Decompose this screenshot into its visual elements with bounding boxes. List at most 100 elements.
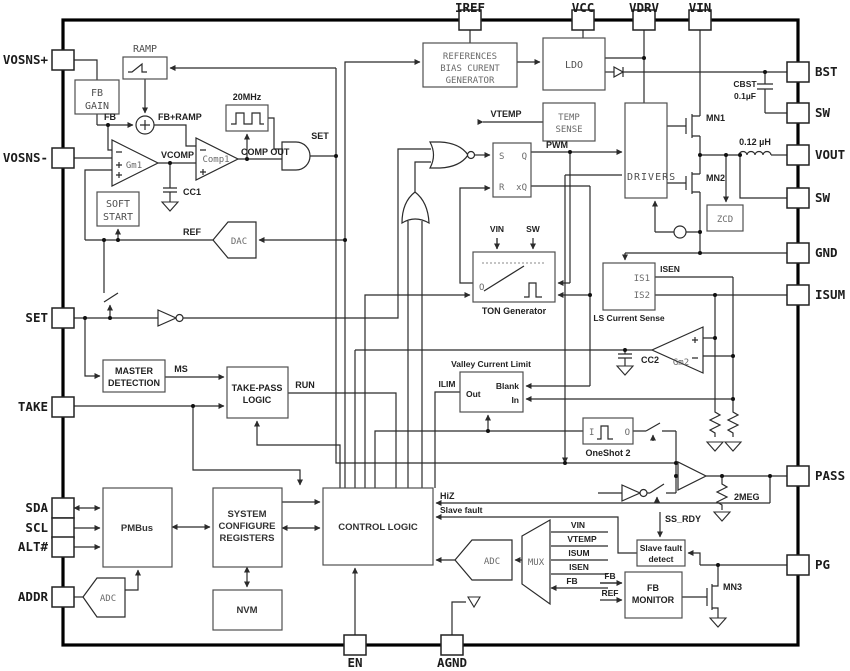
pin-scl: [51, 517, 75, 539]
pin-pass: [786, 465, 810, 487]
pin-label-set: SET: [25, 310, 48, 325]
mux-in-isum: ISUM: [568, 548, 589, 558]
pin-label-vout: VOUT: [815, 147, 845, 162]
fb-gain-line1: FB: [91, 88, 103, 99]
pin-label-vosns-plus: VOSNS+: [3, 52, 49, 67]
pin-vin: [688, 9, 712, 31]
pin-iref: [458, 9, 482, 31]
pin-gnd: [786, 242, 810, 264]
pin-label-vin: VIN: [689, 0, 712, 15]
set-inverter: [157, 309, 178, 327]
oneshot-o-port: O: [625, 428, 630, 438]
ground-icons: [160, 201, 743, 628]
squarewave-icon: [231, 112, 264, 125]
pin-take: [51, 396, 75, 418]
latch-s: S: [499, 152, 504, 162]
temp-sense-line2: SENSE: [555, 125, 582, 135]
pin-vosns-minus: [51, 147, 75, 169]
temp-sense-block: [542, 102, 596, 142]
scr-line3: REGISTERS: [220, 533, 275, 544]
valley-title: Valley Current Limit: [451, 359, 531, 369]
mn3-label: MN3: [723, 582, 742, 592]
nor-bubble-icon: [466, 150, 476, 160]
gm1-amp: [111, 139, 160, 187]
pin-label-pg: PG: [815, 557, 830, 572]
adc-addr-label: ADC: [100, 594, 116, 604]
inverter-bubble-icon: [639, 488, 648, 498]
ton-o-port: O: [479, 283, 484, 293]
mux-block: [521, 518, 551, 606]
master-detection-block: [102, 359, 166, 393]
fb-ramp-label: FB+RAMP: [158, 112, 202, 122]
labels: IREF VCC VDRV VIN VOSNS+ VOSNS- SET TAKE…: [3, 0, 845, 670]
slave-fault-detect-block: [636, 539, 686, 567]
pin-label-alt: ALT#: [18, 539, 49, 554]
diode-icon: [613, 65, 625, 79]
ground-icon: [160, 201, 180, 212]
oneshot-i-port: I: [589, 428, 594, 438]
ldo-block: [542, 37, 606, 91]
run-label: RUN: [295, 380, 315, 390]
fbm-in-ref: REF: [602, 588, 619, 598]
vcomp-label: VCOMP: [161, 150, 194, 160]
current-sensor-icon: [673, 225, 687, 239]
valley-blank-port: Blank: [496, 381, 519, 391]
latch-r: R: [499, 183, 505, 193]
vtemp-label: VTEMP: [490, 109, 521, 119]
ls-current-sense-block: [602, 262, 656, 311]
inductor-value-label: 0.12 µH: [739, 137, 771, 147]
gm1-signs-icon: [116, 151, 122, 178]
mux-in-vtemp: VTEMP: [567, 534, 597, 544]
ton-generator-block: [472, 251, 556, 303]
mux-in-isen: ISEN: [569, 562, 589, 572]
control-logic-label: CONTROL LOGIC: [338, 522, 418, 533]
fb-gain-block: [74, 79, 120, 115]
refgen-block: [422, 42, 518, 88]
pin-label-vosns-minus: VOSNS-: [3, 150, 48, 165]
slave-fault-label: Slave fault: [440, 505, 483, 515]
pins: [51, 9, 810, 656]
scr-line1: SYSTEM: [227, 509, 266, 520]
pin-label-gnd: GND: [815, 245, 838, 260]
ton-input-sw: SW: [526, 224, 541, 234]
isen-label: ISEN: [660, 264, 680, 274]
set-signal-label: SET: [311, 131, 329, 141]
pin-vosns-plus: [51, 49, 75, 71]
pin-isum: [786, 284, 810, 306]
valley-out-port: Out: [466, 389, 481, 399]
junction-dots: [83, 56, 772, 567]
pin-label-scl: SCL: [25, 520, 48, 535]
cc1-label: CC1: [183, 187, 201, 197]
cc2-label: CC2: [641, 355, 659, 365]
comp1-comparator: [195, 137, 240, 181]
ton-pulse-icon: [524, 282, 542, 298]
pin-pg: [786, 554, 810, 576]
dac-block: [212, 221, 257, 259]
valley-in-port: In: [511, 395, 519, 405]
ls-sense-title: LS Current Sense: [593, 313, 665, 323]
oneshot-title: OneShot 2: [585, 448, 630, 458]
mux-in-fb: FB: [566, 576, 577, 586]
take-pass-line2: LOGIC: [243, 395, 272, 405]
pin-label-en: EN: [347, 655, 362, 670]
scr-line2: CONFIGURE: [219, 521, 276, 532]
fb-gain-line2: GAIN: [85, 101, 109, 112]
ls-is2-port: IS2: [634, 291, 650, 301]
fb-monitor-line2: MONITOR: [632, 595, 675, 605]
ground-icon: [615, 365, 635, 376]
pin-sw2: [786, 187, 810, 209]
comp1-signs-icon: [200, 149, 206, 175]
master-line2: DETECTION: [108, 378, 160, 388]
2meg-label: 2MEG: [734, 492, 760, 502]
pin-vcc: [571, 9, 595, 31]
ton-input-vin: VIN: [490, 224, 504, 234]
gm2-label: Gm2: [673, 358, 689, 368]
pin-vout: [786, 144, 810, 166]
agnd-arrow-icon: [467, 596, 481, 609]
pwm-latch: [492, 142, 532, 198]
pin-label-isum: ISUM: [815, 287, 845, 302]
plus-icon: [140, 120, 150, 130]
drivers-block: [624, 102, 668, 199]
